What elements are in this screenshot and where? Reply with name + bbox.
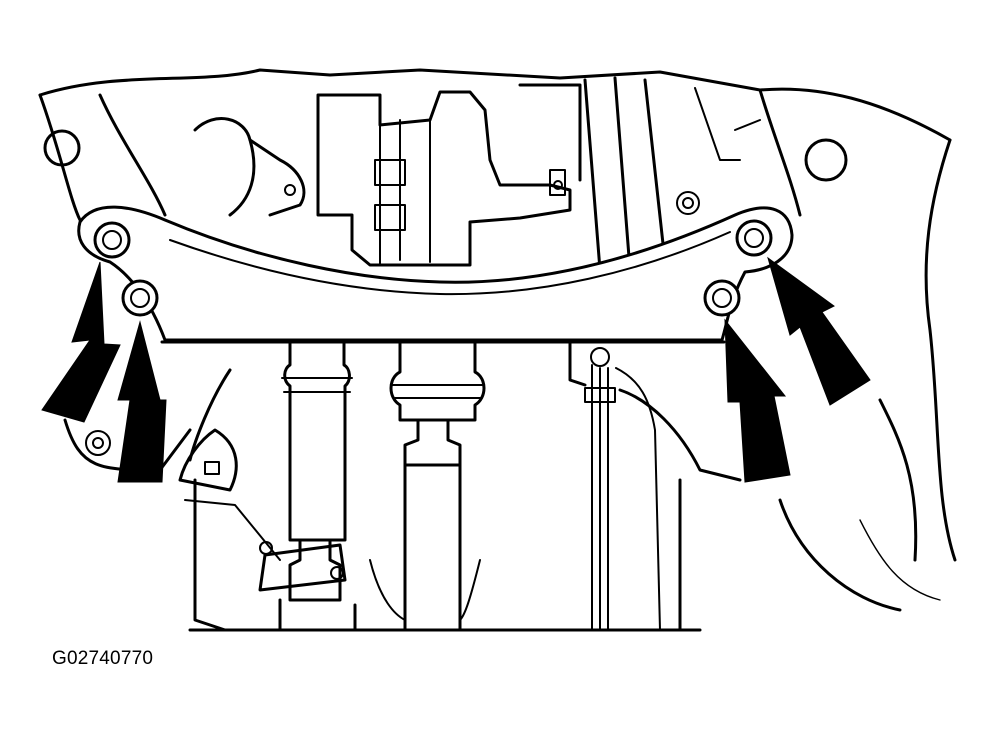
crossmember [77, 205, 794, 344]
lower-components [63, 340, 941, 632]
engine-housing [38, 68, 957, 562]
figure-code: G02740770 [52, 648, 154, 669]
arrow-lower-right [724, 318, 791, 483]
crossmember-bolt-lower-right [703, 279, 741, 317]
crossmember-bolt-upper-left [93, 221, 131, 259]
arrow-lower-left [117, 320, 167, 483]
crossmember-bolt-lower-left [121, 279, 159, 317]
crossmember-bolt-upper-right [735, 219, 773, 257]
arrow-upper-right [767, 256, 871, 406]
arrow-upper-left [41, 261, 121, 423]
